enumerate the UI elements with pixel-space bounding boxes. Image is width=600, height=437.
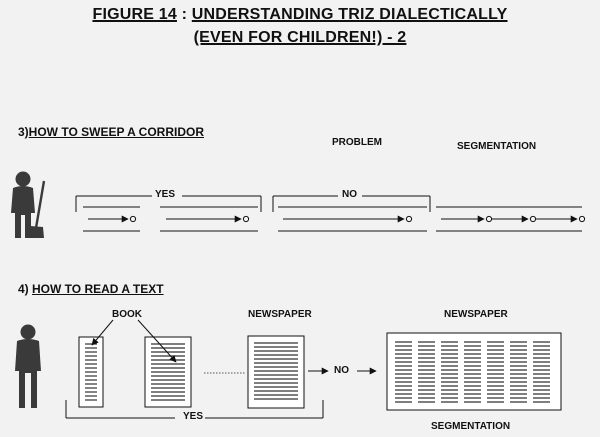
corridor-long-problem [278, 206, 427, 232]
section4-prefix: 4) [18, 282, 33, 296]
person-with-broom-icon [11, 171, 46, 238]
book-page-narrow [78, 336, 104, 408]
book-arrow-left [91, 319, 114, 346]
corridor-no-bracket [272, 195, 431, 212]
corridor-segmented [436, 206, 586, 232]
problem-label: PROBLEM [332, 137, 382, 148]
newspaper-label-right: NEWSPAPER [444, 309, 508, 320]
newspaper-unsegmented [247, 335, 305, 409]
corridor-yes-label: YES [155, 189, 176, 200]
figure-title-main: UNDERSTANDING TRIZ DIALECTICALLY [191, 6, 508, 23]
corridor-short-1 [83, 206, 140, 232]
corridor-short-2 [160, 206, 258, 232]
book-page-wide [144, 336, 192, 408]
reading-no-label: NO [334, 365, 349, 376]
section4-heading: 4) HOW TO READ A TEXT [18, 282, 164, 296]
book-label: BOOK [112, 309, 142, 320]
section3-title: HOW TO SWEEP A CORRIDOR [28, 125, 205, 139]
corridor-yes-bracket [75, 195, 262, 212]
person-icon [15, 324, 41, 408]
newspaper-segmented [386, 332, 562, 411]
reading-yes-bracket [65, 400, 324, 419]
segmentation-label-reading: SEGMENTATION [431, 421, 511, 432]
section4-title: HOW TO READ A TEXT [32, 282, 164, 296]
figure-subtitle: (EVEN FOR CHILDREN!) - 2 [193, 29, 407, 46]
figure-label: FIGURE 14 [92, 6, 177, 23]
corridor-no-label: NO [342, 189, 357, 200]
segmentation-label-corridor: SEGMENTATION [457, 141, 537, 152]
section3-prefix: 3) [18, 125, 29, 139]
newspaper-label-left: NEWSPAPER [248, 309, 312, 320]
figure-title-line1: FIGURE 14 : UNDERSTANDING TRIZ DIALECTIC… [0, 6, 600, 24]
book-arrow-right [137, 319, 177, 363]
figure-title-line2: (EVEN FOR CHILDREN!) - 2 [0, 29, 600, 47]
title-separator: : [176, 6, 192, 23]
section3-heading: 3)HOW TO SWEEP A CORRIDOR [18, 125, 204, 139]
reading-yes-label: YES [183, 411, 204, 422]
